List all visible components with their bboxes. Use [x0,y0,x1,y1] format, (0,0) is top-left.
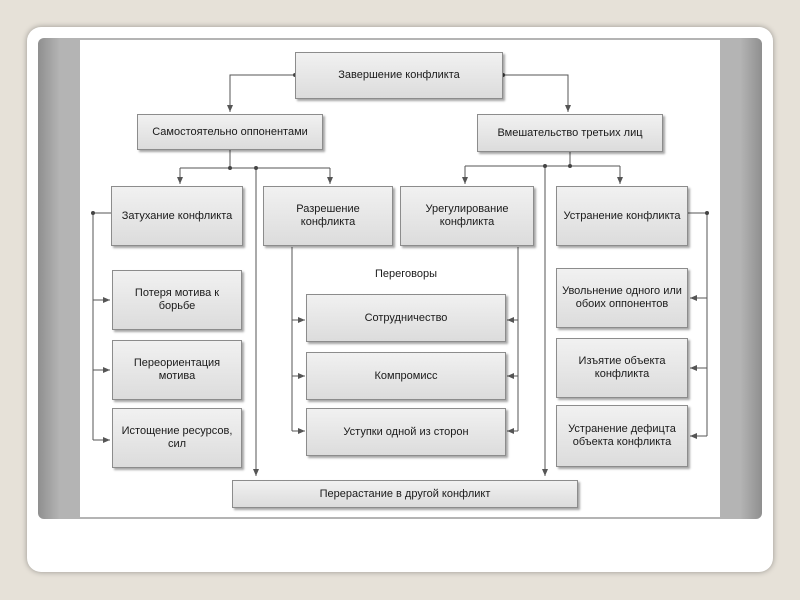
node-escalation: Перерастание в другой конфликт [232,480,578,508]
elimination-item: Устранение дефицта объекта конфликта [556,405,688,467]
node-settlement: Урегулирование конфликта [400,186,534,246]
node-elimination: Устранение конфликта [556,186,688,246]
negotiation-item: Сотрудничество [306,294,506,342]
node-fading: Затухание конфликта [111,186,243,246]
negotiation-item: Компромисс [306,352,506,400]
node-third-party: Вмешательство третьих лиц [477,114,663,152]
negotiations-label: Переговоры [375,268,438,280]
fading-item: Переориентация мотива [112,340,242,400]
node-resolution: Разрешение конфликта [263,186,393,246]
negotiation-item: Уступки одной из сторон [306,408,506,456]
fading-item: Истощение ресурсов, сил [112,408,242,468]
fading-item: Потеря мотива к борьбе [112,270,242,330]
node-self: Самостоятельно оппонентами [137,114,323,150]
elimination-item: Увольнение одного или обоих оппонентов [556,268,688,328]
elimination-item: Изъятие объекта конфликта [556,338,688,398]
node-root: Завершение конфликта [295,52,503,99]
